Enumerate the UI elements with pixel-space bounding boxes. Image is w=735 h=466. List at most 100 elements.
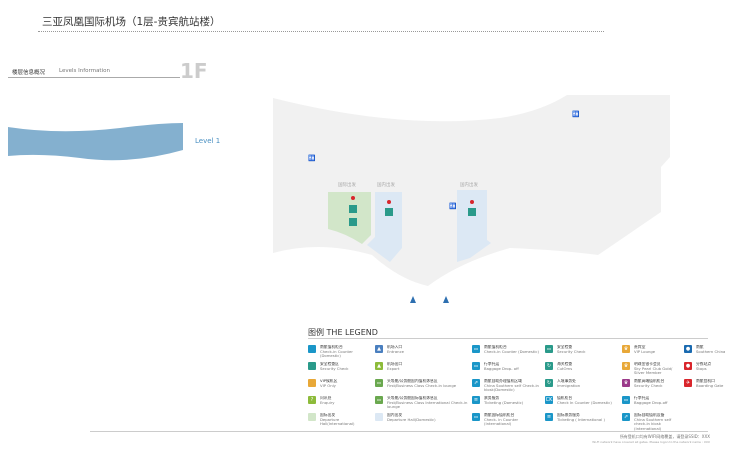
entrance-icon xyxy=(410,296,449,303)
legend-icon: ♛ xyxy=(622,362,630,370)
legend-label-en: Departure Hall(International) xyxy=(320,416,355,426)
svg-text:🚻: 🚻 xyxy=(308,154,316,162)
legend-icon: ♛ xyxy=(622,379,630,387)
legend-icon: ● xyxy=(684,362,692,370)
legend-label-en: Check- in Counter (International) xyxy=(484,416,519,426)
legend-label-en: Southern China xyxy=(696,348,726,354)
legend-label-en: Entrance xyxy=(387,348,405,354)
svg-text:🚻: 🚻 xyxy=(449,202,457,210)
wifi-notice-en: Wi-Fi network have covered all gates. Pl… xyxy=(592,440,710,444)
toilet-icon: 🚻 🚻 🚻 xyxy=(308,110,580,210)
legend-label-cn: 国际自助值机设备 xyxy=(634,413,665,417)
legend-icon xyxy=(375,413,383,421)
level-1-slab[interactable] xyxy=(8,123,183,161)
legend-label-en: Check-in Counter (Domestic) xyxy=(320,348,353,358)
legend-label-cn: 南航值机柜台 xyxy=(320,345,343,349)
legend-icon: ≡ xyxy=(472,396,480,404)
svg-text:🚻: 🚻 xyxy=(572,110,580,118)
legend-label-cn: 安全检查区 xyxy=(320,362,339,366)
legend-label-cn: 行李托运 xyxy=(634,396,650,400)
legend-label-cn: 南航登机口 xyxy=(696,379,715,383)
legend-icon: ⚏ xyxy=(375,379,383,387)
zone-domestic-departure-1[interactable] xyxy=(367,192,402,262)
legend-label-en: Export xyxy=(387,365,400,371)
legend-label-cn: 头等舱/公务舱国内值机休息区 xyxy=(387,379,438,383)
floor-number: 1F xyxy=(180,59,208,83)
zone-domestic-departure-2[interactable] xyxy=(457,190,491,262)
legend-label-en: Baggage Drop- off xyxy=(484,365,519,371)
legend-label-cn: 问讯处 xyxy=(320,396,332,400)
legend-label-en: VIP Lounge xyxy=(634,348,656,354)
level-label[interactable]: Level 1 xyxy=(195,137,221,145)
legend-icon xyxy=(308,413,316,421)
legend-icon: ≡ xyxy=(545,413,553,421)
legend-icon: ⚏ xyxy=(472,345,480,353)
zone-label: 国内出发 xyxy=(377,183,395,188)
zone-label: 国内出发 xyxy=(460,183,478,188)
legend-label-cn: 国际出发 xyxy=(320,413,336,417)
legend-icon: ✈ xyxy=(684,379,692,387)
legend-icon: ↻ xyxy=(545,379,553,387)
location-pin-icon xyxy=(351,196,474,204)
title-divider xyxy=(38,31,604,32)
legend-label-cn: 头等舱/公务舱国际值机休息区 xyxy=(387,396,438,400)
legend-label-cn: 入境事务处 xyxy=(557,379,576,383)
legend-divider xyxy=(308,338,708,339)
levels-label-en: Levels Information xyxy=(59,68,110,74)
legend-icon: ▲ xyxy=(375,362,383,370)
zone-label: 国际出发 xyxy=(338,183,356,188)
legend-label-cn: 安全检查 xyxy=(557,345,573,349)
legend-label-cn: 明珠金银卡会员 xyxy=(634,362,661,366)
legend-label-en: China Southern self Check-in kiosk(Domes… xyxy=(484,382,539,392)
security-check-icon xyxy=(349,205,476,226)
legend-label-cn: 南航自助办理值机区域 xyxy=(484,379,522,383)
legend-label-en: China Southern self check-in kiosk (Inte… xyxy=(634,416,672,431)
legend-label-en: Check-in Counter (Domestic) xyxy=(484,348,539,354)
legend-icon: ? xyxy=(308,396,316,404)
legend-icon: ♛ xyxy=(622,345,630,353)
legend-label-en: Sky Pearl Club Gold/ Silver Member xyxy=(634,365,673,375)
legend-label-cn: 海关检查 xyxy=(557,362,573,366)
legend-label-cn: VIP候机区 xyxy=(320,379,338,383)
legend-icon: ⇗ xyxy=(472,379,480,387)
legend-label-en: Security Check xyxy=(320,365,349,371)
legend-label-cn: 南航 xyxy=(696,345,704,349)
legend-label-en: Stops xyxy=(696,365,707,371)
legend-label-cn: 值机柜台 xyxy=(557,396,573,400)
legend-icon xyxy=(308,345,316,353)
page-title: 三亚凤凰国际机场（1层-贵宾航站楼） xyxy=(42,16,221,28)
legend-icon: ⇗ xyxy=(622,413,630,421)
levels-label-cn: 楼层信息概况 xyxy=(12,70,46,76)
legend-label-cn: 国际票务服务 xyxy=(557,413,580,417)
legend-label-en: First/Business Class International Check… xyxy=(387,399,468,409)
legend-label-cn: 南航国际值机柜台 xyxy=(484,413,515,417)
legend-icon: ● xyxy=(684,345,692,353)
legend-icon: ⚏ xyxy=(545,345,553,353)
legend-icon xyxy=(308,362,316,370)
legend-label-en: VIP Only xyxy=(320,382,336,388)
legend-label-cn: 南航高端值机柜台 xyxy=(634,379,665,383)
legend-icon: ⚏ xyxy=(472,413,480,421)
wifi-notice-cn: 所有登机口均有WIFI网络覆盖，请登录SSID：XXX xyxy=(619,434,710,439)
legend-title: 图例 THE LEGEND xyxy=(308,328,378,337)
